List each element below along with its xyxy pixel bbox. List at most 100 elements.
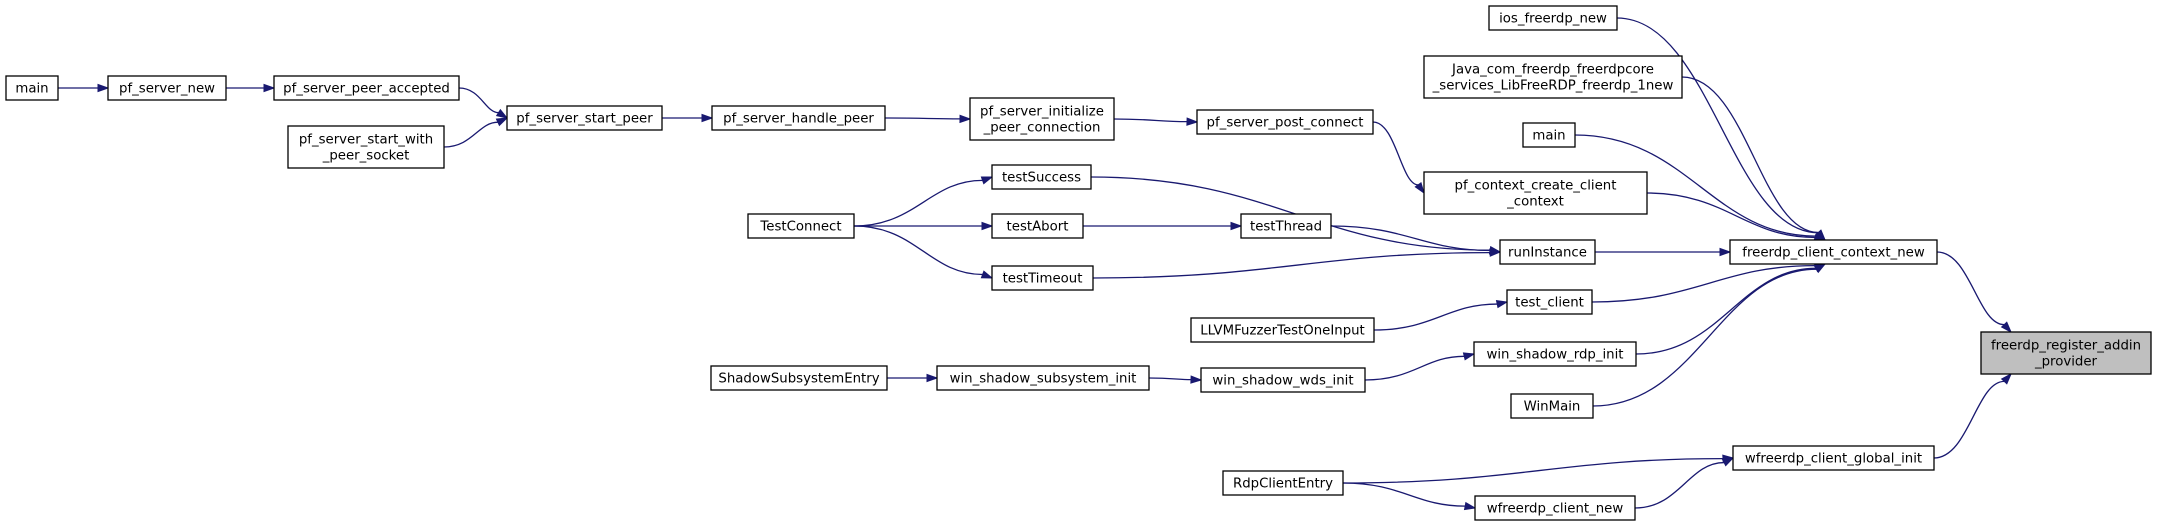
edge-main-a-to-pf-server-new [57, 83, 110, 93]
node-wfreerdp-client-new[interactable]: wfreerdp_client_new [1474, 495, 1636, 521]
edge-line [1092, 251, 1491, 279]
node-box [711, 105, 886, 131]
node-label: pf_server_initialize [980, 105, 1104, 120]
node-pf-server-initialize-peer-connection[interactable]: pf_server_initialize_peer_connection [969, 97, 1115, 141]
node-pf-server-peer-accepted[interactable]: pf_server_peer_accepted [273, 75, 460, 101]
arrowhead [2000, 321, 2013, 334]
node-label: RdpClientEntry [1233, 477, 1333, 492]
edge-main-b-to-freerdp-client-context-new [1574, 134, 1827, 241]
node-label: pf_server_start_with [299, 133, 433, 148]
node-box [991, 265, 1094, 291]
arrowhead [2000, 372, 2013, 385]
edge-pf-server-post-connect-to-pf-context-create-client-context [1372, 121, 1425, 195]
node-freerdp-client-context-new[interactable]: freerdp_client_context_new [1729, 239, 1938, 265]
edge-java-freerdp-new-to-freerdp-client-context-new [1681, 76, 1826, 242]
node-testThread[interactable]: testThread [1240, 213, 1332, 239]
edge-WinMain-to-freerdp-client-context-new [1592, 263, 1827, 407]
node-pf-server-start-peer[interactable]: pf_server_start_peer [506, 105, 663, 131]
edge-line [1933, 380, 2005, 459]
edge-line [1574, 134, 1816, 237]
node-box [1240, 213, 1332, 239]
node-main-b[interactable]: main [1522, 122, 1576, 148]
edge-line [1148, 377, 1192, 381]
node-testAbort[interactable]: testAbort [991, 213, 1084, 239]
node-wfreerdp-client-global-init[interactable]: wfreerdp_client_global_init [1732, 445, 1935, 471]
edge-line [1592, 268, 1817, 407]
edge-line [443, 121, 498, 148]
node-win-shadow-rdp-init[interactable]: win_shadow_rdp_init [1473, 341, 1637, 367]
node-pf-server-post-connect[interactable]: pf_server_post_connect [1196, 109, 1374, 135]
edge-line [1634, 461, 1725, 509]
node-ios-freerdp-new[interactable]: ios_freerdp_new [1488, 5, 1618, 31]
node-WinMain[interactable]: WinMain [1510, 393, 1594, 419]
node-box [936, 365, 1150, 391]
node-testTimeout[interactable]: testTimeout [991, 265, 1094, 291]
edge-wfreerdp-client-new-to-wfreerdp-client-global-init [1634, 457, 1735, 509]
arrowhead [981, 221, 994, 231]
node-label: freerdp_client_context_new [1742, 246, 1925, 261]
edge-line [1113, 118, 1188, 123]
arrowhead [1721, 457, 1735, 467]
edge-line [1616, 17, 1819, 234]
edge-line [1342, 482, 1466, 507]
node-java-freerdp-new[interactable]: Java_com_freerdp_freerdpcore_services_Li… [1423, 55, 1683, 99]
node-box [1190, 317, 1375, 343]
node-label: _peer_connection [983, 121, 1101, 136]
node-pf-server-handle-peer[interactable]: pf_server_handle_peer [711, 105, 886, 131]
edge-win-shadow-subsystem-init-to-win-shadow-wds-init [1148, 375, 1203, 384]
arrowhead [959, 114, 972, 124]
node-win-shadow-wds-init[interactable]: win_shadow_wds_init [1200, 367, 1366, 393]
node-label: TestConnect [759, 220, 841, 235]
node-label: testSuccess [1002, 171, 1081, 186]
edge-RdpClientEntry-to-wfreerdp-client-new [1342, 482, 1477, 511]
node-LLVMFuzzerTestOneInput[interactable]: LLVMFuzzerTestOneInput [1190, 317, 1375, 343]
node-win-shadow-subsystem-init[interactable]: win_shadow_subsystem_init [936, 365, 1150, 391]
arrowhead [1489, 248, 1502, 257]
node-pf-server-start-with-peer-socket[interactable]: pf_server_start_with_peer_socket [287, 125, 445, 169]
edge-line [1330, 225, 1491, 252]
edge-ShadowSubsystemEntry-to-win-shadow-subsystem-init [886, 373, 939, 383]
edge-line [1635, 267, 1816, 355]
node-box [1200, 367, 1366, 393]
arrowhead [980, 176, 994, 185]
arrowhead [495, 117, 509, 127]
node-box [287, 125, 445, 169]
arrowhead [926, 373, 939, 383]
node-label: pf_context_create_client [1455, 179, 1617, 194]
node-box [1522, 122, 1576, 148]
node-box [1980, 331, 2152, 375]
edge-pf-server-initialize-peer-connection-to-pf-server-post-connect [1113, 117, 1199, 126]
node-label: _peer_socket [322, 149, 410, 164]
node-test-client[interactable]: test_client [1506, 289, 1593, 315]
node-box [1423, 171, 1648, 215]
node-box [506, 105, 663, 131]
node-box [107, 75, 227, 101]
edge-pf-server-new-to-pf-server-peer-accepted [225, 83, 276, 93]
edge-pf-server-peer-accepted-to-pf-server-start-peer [458, 87, 509, 119]
node-label: test_client [1515, 296, 1584, 311]
node-ShadowSubsystemEntry[interactable]: ShadowSubsystemEntry [710, 365, 888, 391]
node-freerdp-register-addin-provider[interactable]: freerdp_register_addin_provider [1980, 331, 2152, 375]
node-box [1729, 239, 1938, 265]
node-testSuccess[interactable]: testSuccess [991, 164, 1092, 190]
node-box [273, 75, 460, 101]
arrowhead [1719, 247, 1732, 257]
node-RdpClientEntry[interactable]: RdpClientEntry [1222, 470, 1344, 496]
edge-line [884, 117, 961, 120]
node-box [747, 213, 855, 239]
arrowhead [263, 83, 276, 93]
node-label: main [15, 82, 48, 97]
node-runInstance[interactable]: runInstance [1499, 239, 1596, 265]
node-pf-context-create-client-context[interactable]: pf_context_create_client_context [1423, 171, 1648, 215]
node-TestConnect[interactable]: TestConnect [747, 213, 855, 239]
node-main-a[interactable]: main [5, 75, 59, 101]
node-box [991, 213, 1084, 239]
node-box [1222, 470, 1344, 496]
edge-runInstance-to-freerdp-client-context-new [1595, 247, 1732, 257]
node-box [1510, 393, 1594, 419]
edge-wfreerdp-client-global-init-to-freerdp-register-addin-provider [1933, 372, 2013, 459]
node-pf-server-new[interactable]: pf_server_new [107, 75, 227, 101]
edge-line [1646, 192, 1816, 239]
edge-RdpClientEntry-to-wfreerdp-client-global-init [1342, 454, 1735, 484]
edge-testTimeout-to-runInstance [1092, 248, 1502, 279]
